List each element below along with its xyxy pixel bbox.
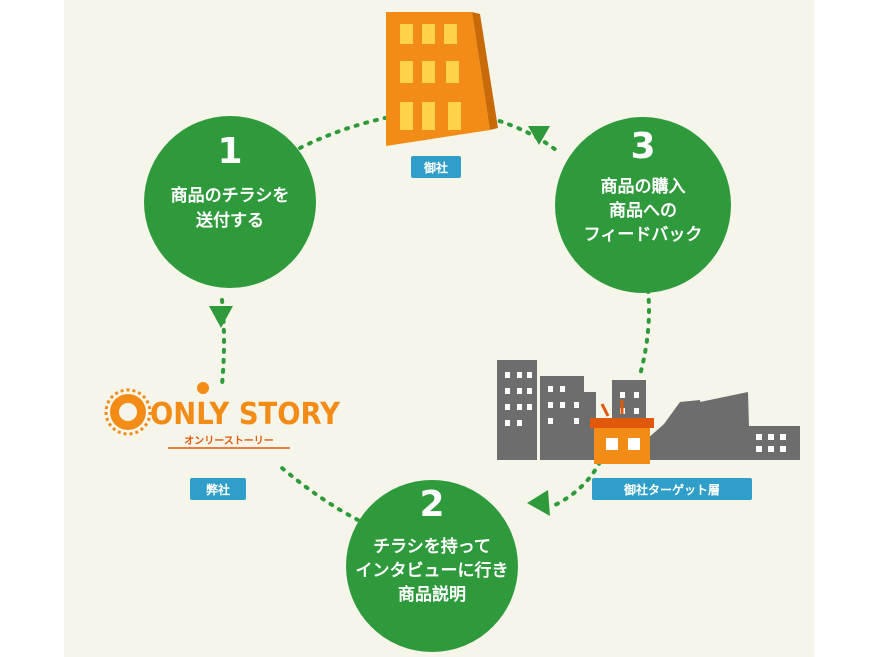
arrowhead-to-step2 [527, 490, 550, 516]
only-story-logo: ONLY STORY オンリーストーリー [104, 382, 341, 449]
step-1-line-1: 商品のチラシを [171, 185, 290, 206]
client-tag-label: 御社 [423, 160, 448, 175]
step-2-line-3: 商品説明 [398, 584, 466, 605]
target-tag-label: 御社ターゲット層 [623, 482, 720, 497]
step-1-number: 1 [217, 131, 242, 172]
step-1-line-2: 送付する [196, 210, 264, 231]
own-company-tag-label: 弊社 [206, 482, 230, 497]
own-company-tag [190, 478, 246, 500]
step-3-line-2: 商品への [609, 200, 677, 221]
connector-3-to-target [638, 288, 651, 377]
step-3-circle [555, 117, 731, 293]
step-3-line-3: フィードバック [584, 225, 703, 245]
connector-2-to-own [280, 466, 360, 522]
client-tag [411, 156, 461, 178]
client-building-icon [386, 12, 498, 146]
target-tag [592, 478, 752, 500]
arrowhead-to-own-company [209, 306, 233, 328]
target-city-icon [497, 360, 800, 464]
connector-target-to-2 [553, 460, 602, 507]
step-2-number: 2 [419, 484, 444, 525]
step-2-circle [346, 480, 518, 652]
dotted-connectors [220, 116, 651, 522]
logo-sub-text: オンリーストーリー [184, 435, 274, 447]
connector-1-to-client [298, 116, 387, 150]
connector-client-to-3 [488, 116, 558, 152]
step-2-line-2: インタビューに行き [356, 560, 509, 581]
step-3-number: 3 [630, 126, 655, 167]
step-1-circle [144, 116, 316, 288]
step-2-line-1: チラシを持って [373, 536, 491, 557]
logo-main-text: ONLY STORY [150, 397, 341, 432]
arrowhead-to-step3 [528, 126, 550, 145]
step-3-line-1: 商品の購入 [601, 176, 686, 197]
